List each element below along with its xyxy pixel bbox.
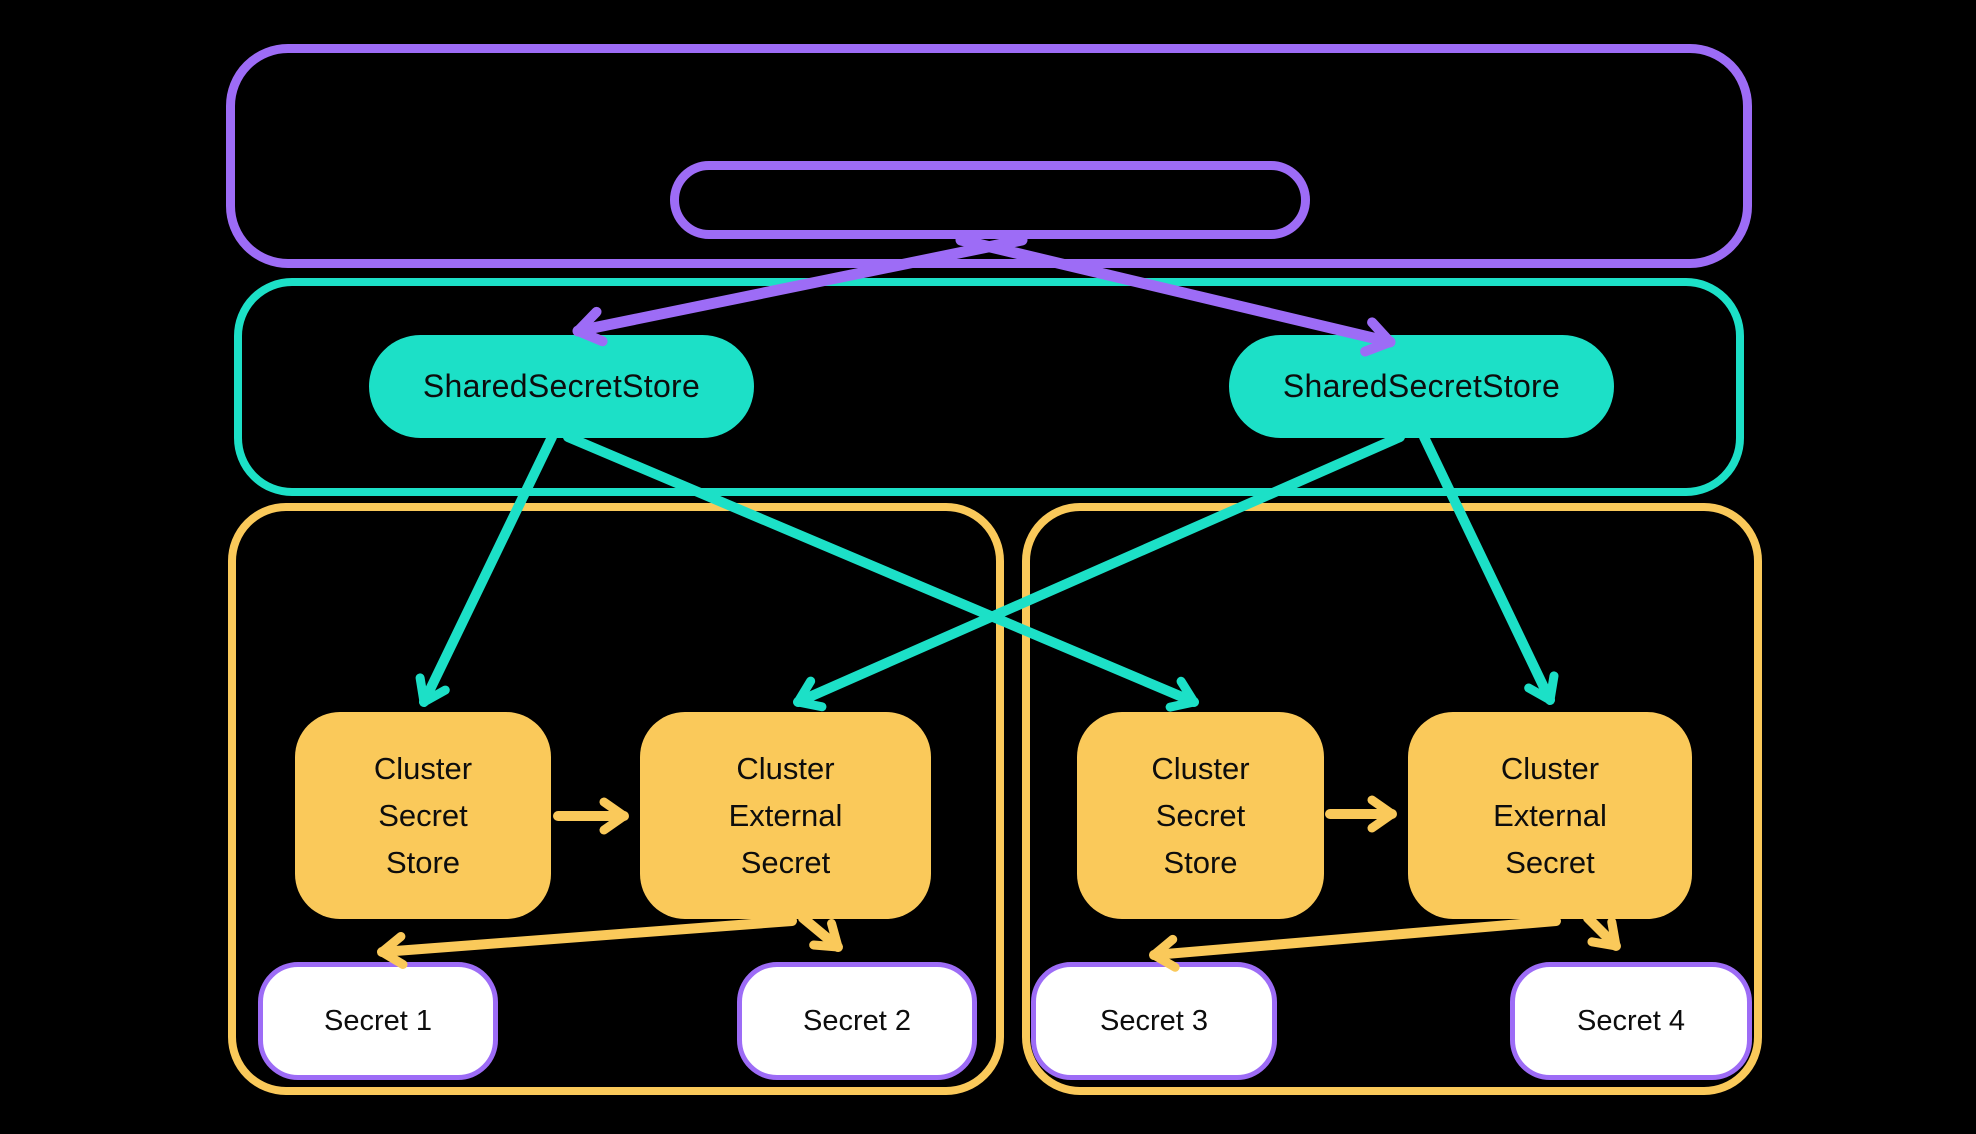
management-pill (670, 161, 1310, 239)
shared-secret-store-left-label: SharedSecretStore (422, 368, 701, 404)
secret-2: Secret 2 (737, 962, 977, 1080)
cluster-external-secret-left: Cluster External Secret (640, 712, 931, 919)
secret-4: Secret 4 (1510, 962, 1752, 1080)
cluster-secret-store-left: Cluster Secret Store (295, 712, 551, 919)
shared-secret-store-right-label: SharedSecretStore (1282, 368, 1561, 404)
cluster-secret-store-right: Cluster Secret Store (1077, 712, 1324, 919)
shared-secret-store-right: SharedSecretStore (1229, 335, 1614, 438)
shared-secret-store-left: SharedSecretStore (369, 335, 754, 438)
secret-1: Secret 1 (258, 962, 498, 1080)
cluster-external-secret-right: Cluster External Secret (1408, 712, 1692, 919)
secret-3: Secret 3 (1031, 962, 1277, 1080)
